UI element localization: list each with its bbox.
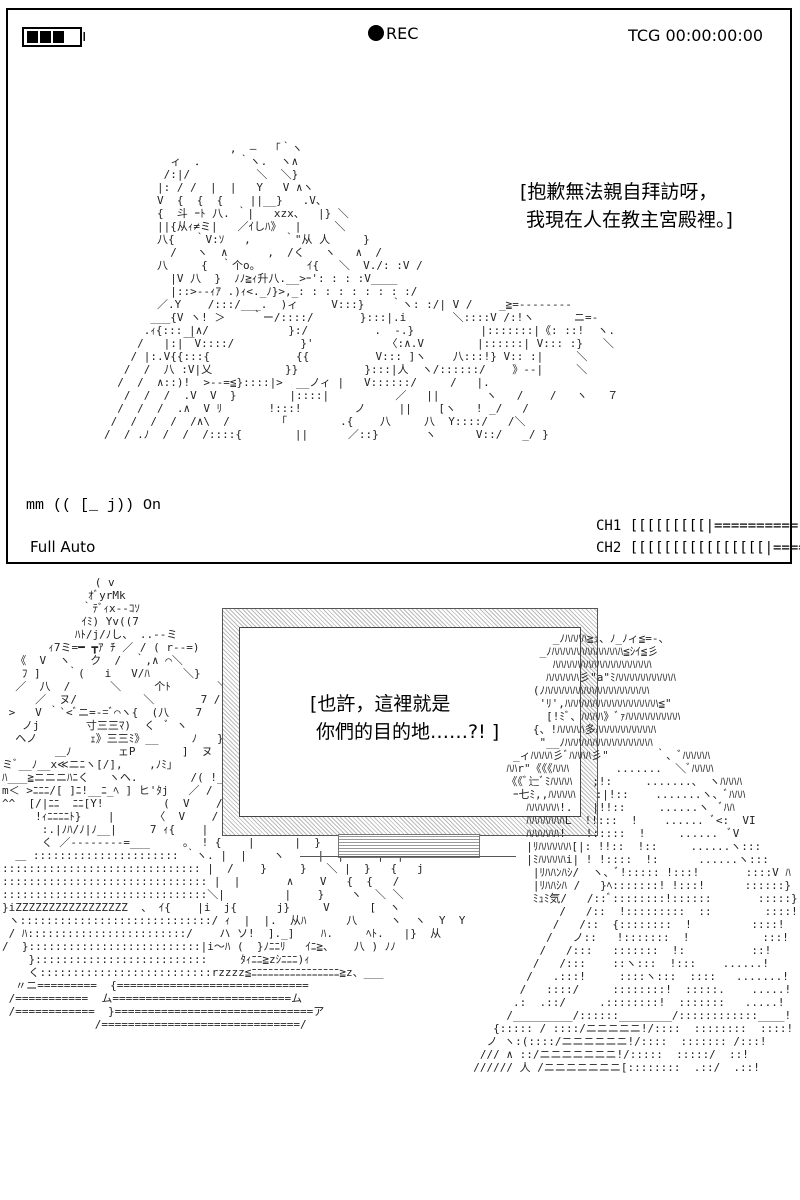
battery-suffix: ı bbox=[82, 26, 87, 45]
monitor-frame bbox=[222, 608, 598, 836]
dialog-caption-2: [也許，這裡就是 你們的目的地……?! ] bbox=[310, 693, 500, 743]
mic-line-2: (( [_ j)) On bbox=[53, 497, 162, 514]
monitor-screen bbox=[239, 627, 581, 817]
rec-indicator: REC bbox=[368, 24, 418, 43]
channel-2-meter: CH2 [[[[[[[[[[[[[[[[|===== bbox=[596, 540, 800, 556]
mic-status: mm (( [_ j)) On bbox=[26, 497, 161, 515]
rec-label: REC bbox=[386, 24, 419, 43]
battery-icon bbox=[22, 26, 82, 47]
top-panel: ı REC TCG 00:00:00:00 , ― 「｀ヽ ィ ． ｀ヽ. ヽ∧… bbox=[6, 8, 800, 564]
mode-label: Full Auto bbox=[30, 538, 96, 556]
girl-ascii-art: , ― 「｀ヽ ィ ． ｀ヽ. ヽ∧ /:|/ ＼ ＼} |: / / | | … bbox=[104, 142, 619, 441]
dialog-caption-1: [抱歉無法親自拜訪呀， 我現在人在教主宮殿裡。] bbox=[520, 181, 733, 231]
timecode: TCG 00:00:00:00 bbox=[628, 26, 764, 45]
channel-1-meter: CH1 [[[[[[[[[|========== bbox=[596, 518, 799, 534]
monitor-stand bbox=[338, 834, 480, 858]
mic-line-1: mm bbox=[26, 497, 45, 514]
right-character-ascii-art: _ﾉﾊﾊﾊﾊ≧ｭ、ﾉ_ﾉィ≦=-、 _ﾉﾊﾊﾊﾊﾊﾊﾊﾊﾊﾊﾊﾊﾊ≦ｼｲ≦彡 ﾊ… bbox=[473, 632, 798, 1074]
record-dot-icon bbox=[368, 25, 384, 41]
battery-indicator: ı bbox=[22, 26, 86, 47]
monitor-base bbox=[300, 856, 516, 865]
